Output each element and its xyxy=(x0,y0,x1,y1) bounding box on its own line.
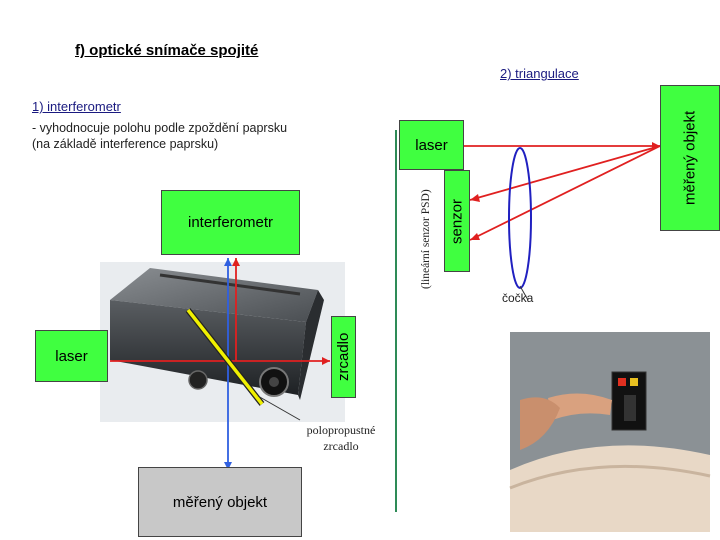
device-knob xyxy=(188,370,208,390)
reference-beam-down-arrow xyxy=(224,462,232,470)
paper-roll-edge xyxy=(509,464,711,490)
reference-beam-up-arrow xyxy=(224,258,232,266)
interferometry-description: - vyhodnocuje polohu podle zpoždění papr… xyxy=(32,120,332,152)
interferometry-heading: 1) interferometr xyxy=(32,99,121,114)
sensor-led-yellow xyxy=(630,378,638,386)
page-title: f) optické snímače spojité xyxy=(75,42,259,59)
semi-mirror-label-line-1: polopropustné xyxy=(306,423,376,437)
sensor-box: senzor xyxy=(444,170,470,272)
description-line-2: (na základě interference paprsku) xyxy=(32,137,219,151)
device-aperture-core xyxy=(269,377,279,387)
interferometer-box: interferometr xyxy=(161,190,300,255)
laser-beam-up-arrow xyxy=(232,258,240,266)
triangulation-laser-box: laser xyxy=(399,120,464,170)
sensor-display xyxy=(624,395,636,421)
description-line-1: - vyhodnocuje polohu podle zpoždění papr… xyxy=(32,121,288,135)
triangulation-reflected-beam xyxy=(469,145,661,201)
lens xyxy=(508,147,532,289)
interferometer-object-box: měřený objekt xyxy=(138,467,302,537)
semi-mirror-label-line-2: zrcadlo xyxy=(323,439,359,453)
lens-pointer xyxy=(519,285,529,301)
laser-beam-arrow xyxy=(322,357,330,365)
semi-mirror-label: polopropustné zrcadlo xyxy=(296,422,386,454)
triangulation-heading: 2) triangulace xyxy=(500,66,579,81)
triangulation-reflected-beam-2 xyxy=(469,145,661,241)
semi-mirror xyxy=(186,308,264,406)
sensor-caption: (lineární senzor PSD) xyxy=(420,189,432,289)
device-front-face xyxy=(110,300,306,395)
hand-finger xyxy=(548,393,612,420)
device-groove xyxy=(159,273,301,296)
sensor-led-red xyxy=(618,378,626,386)
triangulation-reflected-arrow-2 xyxy=(470,233,480,240)
device-top-face xyxy=(110,268,318,322)
device-end-face xyxy=(298,290,324,400)
lens-label: čočka xyxy=(502,291,534,305)
triangulation-object-box: měřený objekt xyxy=(660,85,720,231)
triangulation-reflected-arrow xyxy=(470,194,480,202)
mirror-box: zrcadlo xyxy=(331,316,356,398)
semi-mirror-pointer xyxy=(257,395,301,421)
interferometer-laser-box: laser xyxy=(35,330,108,382)
hand xyxy=(520,397,560,450)
